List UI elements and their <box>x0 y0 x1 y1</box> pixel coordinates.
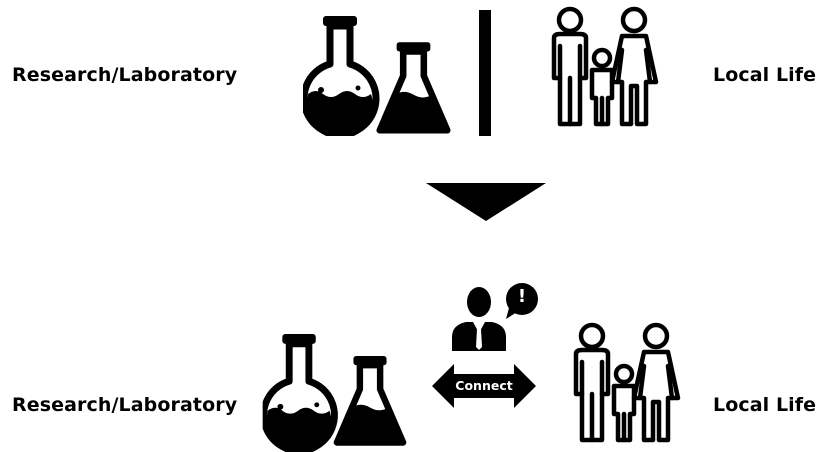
down-arrow-icon <box>426 183 546 221</box>
bottom-family-icon <box>560 322 690 447</box>
speech-mark: ! <box>517 286 527 307</box>
divider-bar <box>479 10 491 136</box>
top-left-label: Research/Laboratory <box>12 64 238 86</box>
speech-bubble-icon <box>506 283 538 319</box>
connect-label: Connect <box>455 378 513 393</box>
bottom-flask-icon <box>262 334 342 452</box>
person-icon <box>452 287 506 351</box>
bottom-cone-flask-icon <box>333 356 407 448</box>
bottom-right-label: Local Life <box>713 394 817 416</box>
top-flask-icon <box>303 16 383 136</box>
top-cone-flask-icon <box>376 42 451 136</box>
top-right-label: Local Life <box>713 64 817 86</box>
double-arrow-icon <box>432 364 536 408</box>
top-family-icon <box>538 6 668 131</box>
bottom-left-label: Research/Laboratory <box>12 394 238 416</box>
